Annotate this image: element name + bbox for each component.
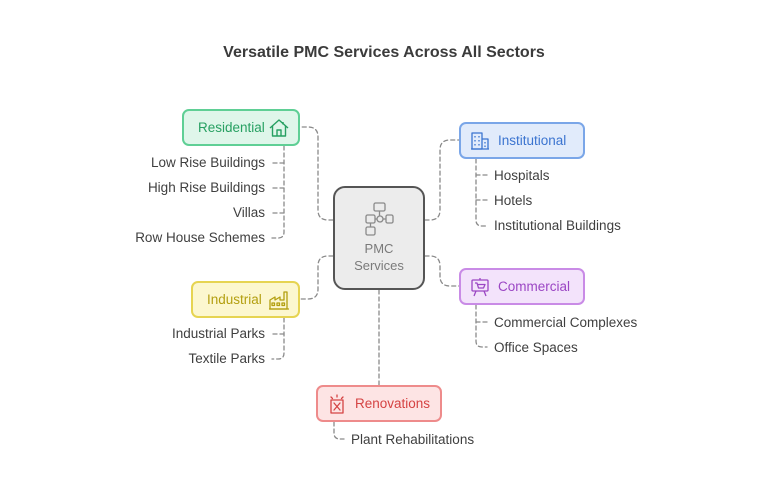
building-icon <box>470 131 490 151</box>
tree-commercial <box>475 304 488 348</box>
node-industrial-label: Industrial <box>207 292 262 307</box>
node-institutional: Institutional <box>459 122 585 159</box>
shop-board-icon <box>470 277 490 297</box>
renovations-item: Plant Rehabilitations <box>351 432 475 447</box>
diagram-title: Versatile PMC Services Across All Sector… <box>223 44 545 61</box>
residential-item: Low Rise Buildings <box>150 155 265 170</box>
tools-icon <box>327 393 347 414</box>
industrial-item: Industrial Parks <box>171 326 265 341</box>
factory-icon <box>268 289 290 311</box>
node-renovations-label: Renovations <box>355 396 431 411</box>
connector-institutional <box>424 139 460 221</box>
house-icon <box>268 117 290 139</box>
center-label-line2: Services <box>354 258 404 273</box>
node-residential: Residential <box>182 109 300 146</box>
institutional-item: Institutional Buildings <box>494 218 621 233</box>
commercial-item: Commercial Complexes <box>494 315 638 330</box>
connector-industrial <box>299 255 334 300</box>
center-label: PMC Services <box>354 240 404 274</box>
center-label-line1: PMC <box>364 241 394 256</box>
tree-institutional <box>475 158 488 227</box>
residential-item: High Rise Buildings <box>147 180 265 195</box>
node-commercial: Commercial <box>459 268 585 305</box>
tree-industrial <box>271 317 285 360</box>
tree-residential <box>271 145 285 239</box>
industrial-item: Textile Parks <box>188 351 265 366</box>
residential-item: Row House Schemes <box>135 230 265 245</box>
center-node-pmc-services: PMC Services <box>333 186 425 290</box>
residential-item: Villas <box>232 205 265 220</box>
node-residential-label: Residential <box>198 120 265 135</box>
institutional-item: Hotels <box>494 193 533 208</box>
node-renovations: Renovations <box>316 385 442 422</box>
node-commercial-label: Commercial <box>498 279 571 294</box>
tree-renovations <box>333 421 345 440</box>
connector-commercial <box>424 255 460 287</box>
commercial-item: Office Spaces <box>494 340 578 355</box>
workflow-icon <box>364 202 394 236</box>
node-industrial: Industrial <box>191 281 300 318</box>
institutional-item: Hospitals <box>494 168 550 183</box>
connector-residential <box>299 126 334 221</box>
node-institutional-label: Institutional <box>498 133 567 148</box>
